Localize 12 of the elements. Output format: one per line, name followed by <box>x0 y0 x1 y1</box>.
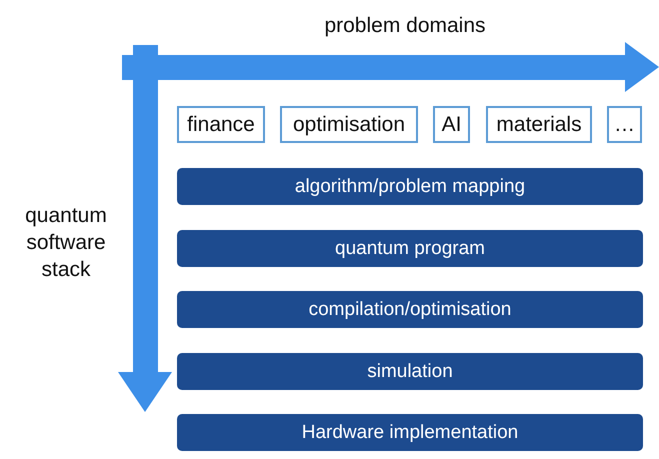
axis-label: quantum software stack <box>24 203 108 283</box>
stack-layer-bar: compilation/optimisation <box>177 291 643 328</box>
axis-label: problem domains <box>323 13 487 39</box>
domain-box: optimisation <box>280 106 418 143</box>
stack-layer-bar: Hardware implementation <box>177 414 643 451</box>
domain-box: finance <box>177 106 265 143</box>
domain-box: AI <box>433 106 470 143</box>
domain-box: … <box>607 106 642 143</box>
stack-layer-bar: quantum program <box>177 230 643 267</box>
stack-layer-bar: simulation <box>177 353 643 390</box>
domain-box: materials <box>486 106 592 143</box>
stack-layer-bar: algorithm/problem mapping <box>177 168 643 205</box>
